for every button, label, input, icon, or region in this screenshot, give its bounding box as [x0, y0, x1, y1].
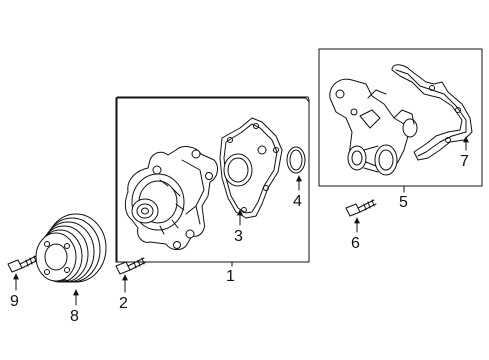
bolt-icon	[7, 255, 39, 273]
callout-4: 4	[293, 193, 302, 210]
callout-6: 6	[351, 235, 360, 252]
callouts: 1 2 3 4 5 6 7 8 9	[10, 153, 469, 325]
pulley-icon	[35, 213, 107, 283]
bolt-icon	[345, 199, 377, 217]
housing-gasket-icon	[391, 64, 473, 161]
thermostat-housing-box	[318, 48, 483, 187]
callout-2: 2	[119, 295, 128, 312]
bolt-icon	[115, 257, 147, 275]
callout-7: 7	[460, 153, 469, 170]
thermostat-housing-icon	[329, 78, 418, 176]
callout-1: 1	[226, 268, 235, 285]
o-ring-icon	[286, 146, 306, 174]
callout-9: 9	[10, 293, 19, 310]
water-pump-icon	[124, 146, 218, 251]
callout-8: 8	[70, 308, 79, 325]
leader-lines	[13, 136, 469, 306]
callout-5: 5	[399, 194, 408, 211]
water-pump-assembly-box	[115, 96, 310, 263]
gasket-icon	[219, 117, 283, 219]
callout-3: 3	[234, 228, 243, 245]
